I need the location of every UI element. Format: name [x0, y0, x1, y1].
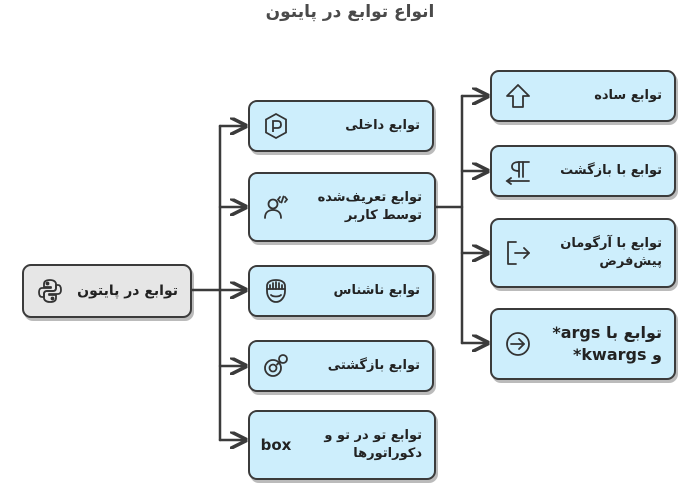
arrow-in-circle-icon	[504, 330, 532, 358]
recursive-loop-icon	[262, 352, 290, 380]
root-label: توابع در پایتون	[77, 283, 178, 299]
category-label: توابع تعریف‌شده توسط کاربر	[317, 190, 422, 223]
category-label: توابع ناشناس	[333, 283, 420, 298]
category-nested-decorators: box توابع تو در تو و دکوراتورها	[248, 410, 436, 480]
subcategory-label: توابع ساده	[594, 88, 662, 103]
category-label: توابع داخلی	[345, 118, 420, 133]
default-arg-icon	[504, 239, 532, 267]
category-label: توابع بازگشتی	[327, 358, 420, 373]
python-logo-icon	[36, 277, 64, 305]
subcategory-simple: توابع ساده	[490, 70, 676, 122]
subcategory-default-arg: توابع با آرگومان پیش‌فرض	[490, 218, 676, 288]
user-code-icon	[262, 193, 290, 221]
box-icon: box	[260, 436, 292, 454]
return-value-icon	[504, 157, 532, 185]
root-node: توابع در پایتون	[22, 264, 192, 318]
subcategory-label: توابع با بازگشت	[560, 163, 662, 178]
category-user-defined: توابع تعریف‌شده توسط کاربر	[248, 172, 436, 242]
category-anonymous: توابع ناشناس	[248, 265, 434, 317]
mask-icon	[262, 277, 290, 305]
package-p-icon	[262, 112, 290, 140]
arrow-up-icon	[504, 82, 532, 110]
category-builtin: توابع داخلی	[248, 100, 434, 152]
category-recursive: توابع بازگشتی	[248, 340, 434, 392]
diagram-title: انواع توابع در پایتون	[265, 2, 435, 22]
subcategory-return: توابع با بازگشت	[490, 145, 676, 197]
category-label: توابع تو در تو و دکوراتورها	[324, 428, 422, 461]
subcategory-args-kwargs: توابع با args* و kwargs*	[490, 308, 676, 380]
subcategory-label: توابع با args* و kwargs*	[552, 323, 662, 364]
subcategory-label: توابع با آرگومان پیش‌فرض	[560, 236, 662, 269]
